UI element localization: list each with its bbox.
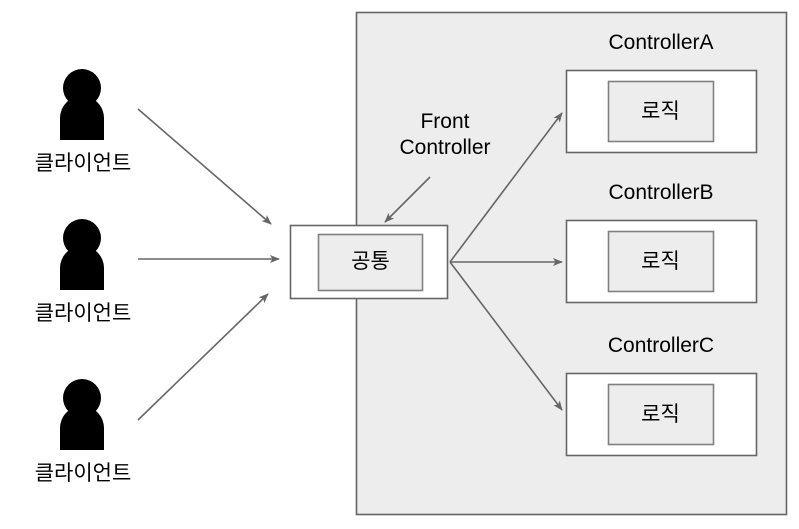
controllerC-inner-label: 로직 (641, 403, 680, 426)
front-controller-annotation-line1: Front (420, 110, 470, 133)
controllerB-title: ControllerB (608, 181, 714, 204)
client-label-2: 클라이언트 (34, 302, 132, 325)
client-actor-3 (60, 379, 104, 450)
arrow-front-to-controllerA (449, 112, 563, 263)
client-actor-1 (60, 69, 104, 140)
arrow-front-to-controllerC (449, 261, 563, 411)
controllerB-inner-box (607, 230, 715, 293)
client-actor-2 (60, 219, 104, 290)
controllerB-inner-label: 로직 (641, 250, 680, 273)
front-controller-annotation-line2: Controller (399, 136, 491, 159)
arrow-client3-to-front (137, 293, 269, 421)
front-controller-inner-label: 공통 (351, 250, 390, 273)
client-label-1: 클라이언트 (34, 152, 132, 175)
client-label-3: 클라이언트 (34, 462, 132, 485)
controllerC-title: ControllerC (607, 334, 715, 357)
arrow-front-controller-annotation (384, 176, 431, 223)
controllerA-inner-box (607, 80, 715, 143)
front-controller-inner-box (317, 233, 424, 292)
arrow-client1-to-front (137, 108, 272, 225)
controllerA-inner-label: 로직 (641, 100, 680, 123)
controllerA-title: ControllerA (608, 31, 714, 54)
controllerC-inner-box (607, 383, 715, 446)
